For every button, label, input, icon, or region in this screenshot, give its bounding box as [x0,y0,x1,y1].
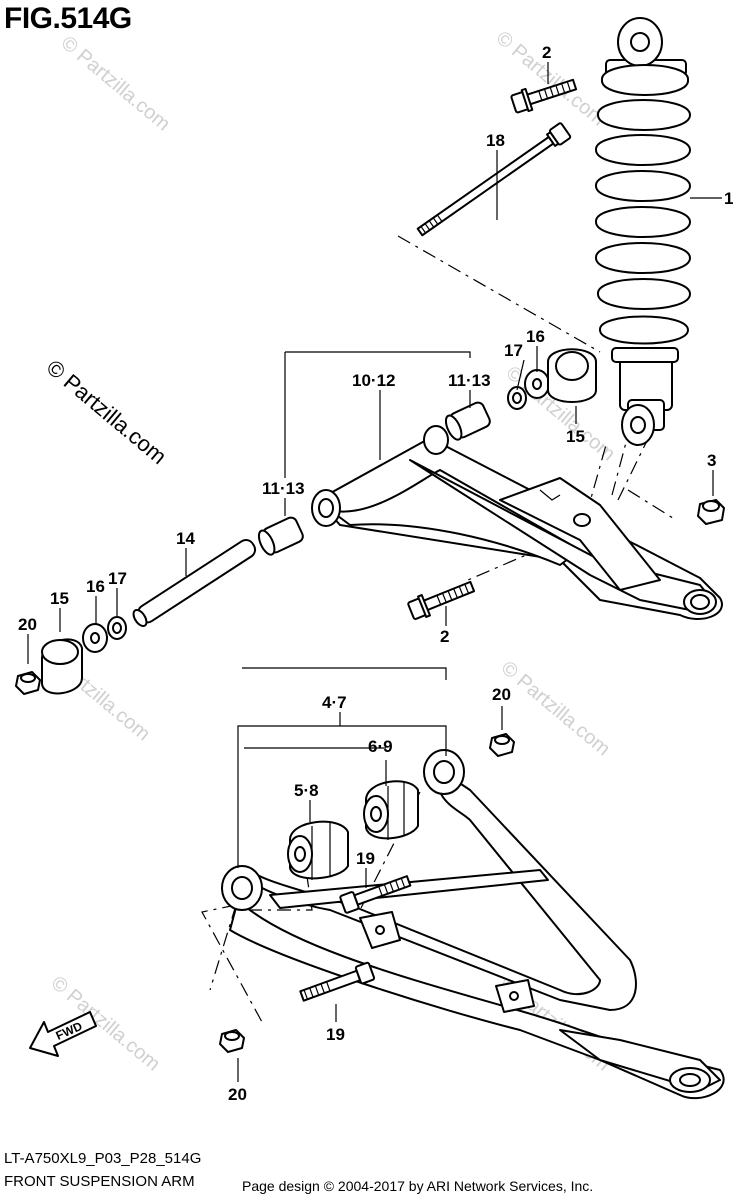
bushing-11-right [444,401,491,441]
nut-20-bottom [219,1029,245,1053]
watermark-3: © Partzilla.com [42,355,172,469]
callout-2-top: 2 [542,43,551,62]
assembly-lines [201,235,677,1023]
figure-name: FRONT SUSPENSION ARM [4,1173,195,1190]
callout-3: 3 [707,451,716,470]
bushing-5-8 [287,820,349,880]
bushing-11-left [257,516,304,556]
callout-2-bottom: 2 [440,627,449,646]
nut-3 [697,499,725,525]
nut-20-right [489,733,515,757]
callouts: 2 1 18 17 16 15 10·12 11·13 11·13 3 14 1… [18,43,733,1104]
bolt-19-upper [339,875,412,914]
callout-18: 18 [486,131,505,150]
callout-20-right: 20 [492,685,511,704]
lower-arm [221,749,725,1100]
watermark-1: © Partzilla.com [57,32,174,135]
callout-4-7: 4·7 [322,693,347,712]
washer-17-right [507,386,527,410]
bolt-19-lower [299,961,376,1002]
callout-17-left: 17 [108,569,127,588]
callout-19-b: 19 [326,1025,345,1044]
bolt-2-top [510,78,578,114]
callout-15-right: 15 [566,427,585,446]
washer-16-left [82,623,108,653]
callout-6-9: 6·9 [368,737,393,756]
bushing-6-9 [363,780,419,840]
callout-17-right: 17 [504,341,523,360]
cap-15-right [547,348,597,403]
shaft-14 [132,538,257,628]
callout-14: 14 [176,529,195,548]
callout-16-left: 16 [86,577,105,596]
callout-10-12: 10·12 [352,371,395,390]
leader-lines [27,62,722,1082]
page-credit: Page design © 2004-2017 by ARI Network S… [242,1178,594,1194]
callout-20-left: 20 [18,615,37,634]
callout-19-a: 19 [356,849,375,868]
callout-16-right: 16 [526,327,545,346]
fwd-arrow-icon: FWD [29,1011,97,1057]
callout-1: 1 [724,189,733,208]
figure-code: LT-A750XL9_P03_P28_514G [4,1150,202,1167]
washer-16-right [524,369,550,399]
nut-20-left [15,671,41,695]
callout-20-bottom: 20 [228,1085,247,1104]
callout-15-left: 15 [50,589,69,608]
bolt-2-bottom [407,580,476,620]
callout-11-13-a: 11·13 [448,371,491,390]
shock-absorber [594,17,691,446]
callout-5-8: 5·8 [294,781,319,800]
upper-arm [311,425,723,620]
washer-17-left [107,616,127,640]
callout-11-13-b: 11·13 [262,479,305,498]
bolt-18 [416,122,572,237]
figure-title: FIG.514G [4,2,132,35]
cap-15-left [41,638,83,695]
coil-spring [594,64,691,345]
